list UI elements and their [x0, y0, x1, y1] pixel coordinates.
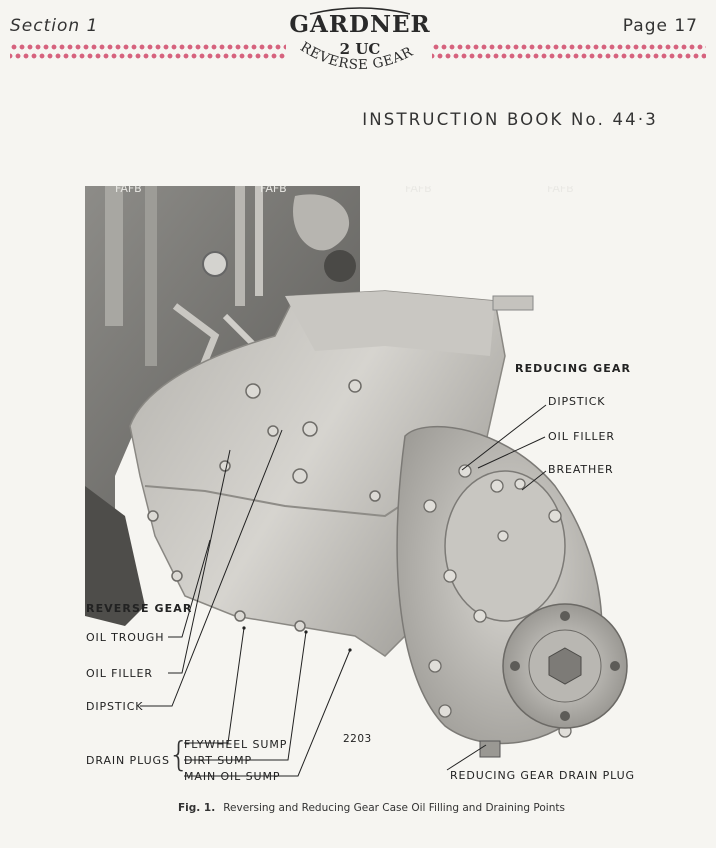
main-oil-sump-label: MAIN OIL SUMP — [184, 770, 281, 783]
figure-caption: Fig. 1. Reversing and Reducing Gear Case … — [178, 802, 565, 814]
svg-text:FAFB: FAFB — [547, 186, 574, 195]
reducing-gear-heading: REDUCING GEAR — [515, 362, 632, 375]
section-label: Section 1 — [10, 16, 99, 36]
drain-plugs-brace: { — [168, 735, 190, 775]
reverse-gear-oil-filler-label: OIL FILLER — [86, 667, 153, 680]
breather-label: BREATHER — [548, 463, 614, 476]
svg-text:FAFB: FAFB — [115, 186, 142, 195]
dirt-sump-label: DIRT SUMP — [184, 754, 253, 767]
decorative-band-left — [10, 43, 286, 61]
logo-model: 2 UC — [340, 40, 381, 58]
svg-text:FAFB: FAFB — [260, 186, 287, 195]
decorative-band-right — [432, 43, 706, 61]
instruction-book-number: INSTRUCTION BOOK No. 44·3 — [362, 110, 658, 129]
gearbox-photograph: FAFB FAFB FAFB FAFB — [85, 186, 635, 768]
reducing-gear-oil-filler-label: OIL FILLER — [548, 430, 615, 443]
page-number: Page 17 — [622, 16, 698, 36]
svg-text:FAFB: FAFB — [405, 186, 432, 195]
reducing-gear-dipstick-label: DIPSTICK — [548, 395, 606, 408]
logo-brand: GARDNER — [290, 11, 430, 38]
photo-number: 2203 — [343, 733, 372, 745]
reducing-gear-drain-plug-label: REDUCING GEAR DRAIN PLUG — [450, 769, 635, 782]
figure-caption-text: Reversing and Reducing Gear Case Oil Fil… — [223, 802, 565, 814]
oil-trough-label: OIL TROUGH — [86, 631, 165, 644]
figure-number: Fig. 1. — [178, 802, 216, 814]
drain-plugs-label: DRAIN PLUGS — [86, 754, 170, 767]
flywheel-sump-label: FLYWHEEL SUMP — [184, 738, 288, 751]
reverse-gear-heading: REVERSE GEAR — [86, 602, 193, 615]
reverse-gear-dipstick-label: DIPSTICK — [86, 700, 144, 713]
gardner-logo: GARDNER 2 UC REVERSE GEARS — [290, 2, 430, 73]
